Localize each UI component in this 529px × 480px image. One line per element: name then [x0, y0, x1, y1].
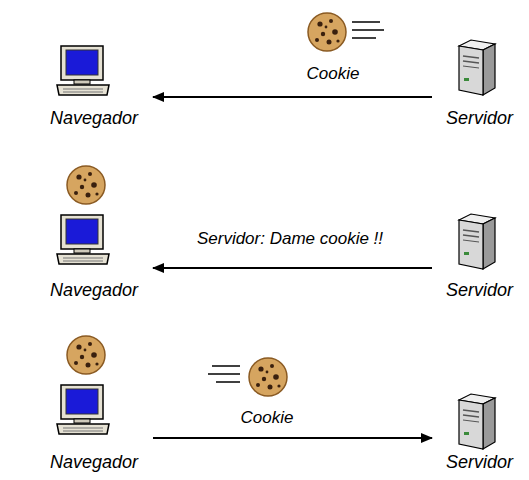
- server-node: Servidor: [432, 35, 527, 128]
- edge-label: Servidor: Dame cookie !!: [197, 229, 383, 249]
- cookie-icon: [249, 358, 287, 396]
- edge-label: Cookie: [241, 408, 294, 428]
- browser-node: Navegador: [35, 330, 153, 472]
- server-icon: [459, 40, 495, 95]
- server-icon: [459, 214, 495, 269]
- node-label: Servidor: [446, 452, 513, 472]
- arrow-connector: [153, 96, 432, 98]
- arrow-connector: [153, 437, 432, 439]
- arrow-connector: [153, 267, 432, 269]
- browser-node: Navegador: [35, 40, 153, 128]
- edge-label: Cookie: [307, 64, 360, 84]
- computer-icon: [57, 46, 109, 95]
- cookie-icon: [67, 336, 105, 374]
- node-label: Navegador: [50, 452, 138, 472]
- browser-node: Navegador: [35, 210, 153, 300]
- node-label: Navegador: [50, 108, 138, 128]
- cookie-icon: [308, 13, 346, 51]
- node-label: Navegador: [50, 280, 138, 300]
- node-label: Servidor: [446, 108, 513, 128]
- computer-icon: [57, 385, 109, 434]
- server-node: Servidor: [432, 208, 527, 300]
- server-icon: [459, 394, 495, 449]
- node-label: Servidor: [446, 280, 513, 300]
- cookie-icon: [67, 166, 105, 204]
- server-node: Servidor: [432, 388, 527, 472]
- speed-lines: [352, 22, 384, 38]
- speed-lines: [208, 366, 240, 382]
- computer-icon: [57, 215, 109, 264]
